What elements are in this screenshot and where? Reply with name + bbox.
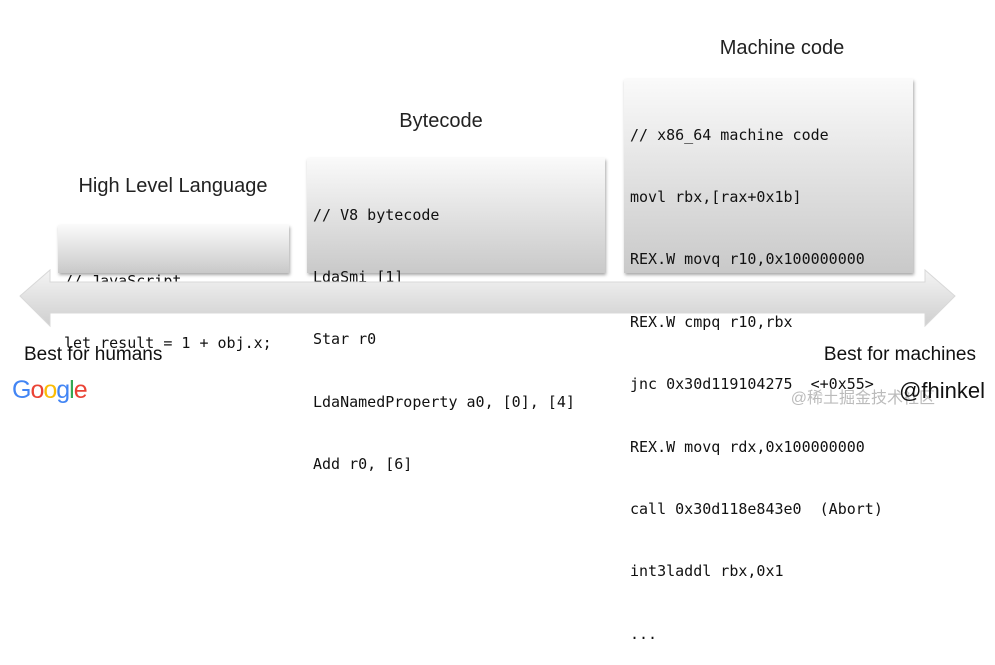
code-line: // V8 bytecode: [313, 205, 440, 224]
javascript-code-box: // JavaScript let result = 1 + obj.x;: [58, 225, 289, 352]
code-line: LdaNamedProperty a0, [0], [4]: [313, 392, 575, 411]
best-for-humans-label: Best for humans: [24, 344, 163, 365]
code-line: Star r0: [313, 330, 377, 349]
machine-code-box: // x86_64 machine code movl rbx,[rax+0x1…: [624, 79, 913, 643]
best-for-machines-label: Best for machines: [823, 344, 976, 365]
double-arrow: [19, 268, 956, 328]
google-logo: Google: [12, 376, 88, 404]
stage-title-high-level: High Level Language: [78, 175, 268, 197]
watermark: @稀土掘金技术社区: [790, 390, 935, 407]
code-line: // x86_64 machine code: [630, 125, 829, 144]
code-line: ...: [630, 624, 658, 643]
bytecode-box: // V8 bytecode LdaSmi [1] Star r0 LdaNam…: [307, 158, 605, 473]
code-line: REX.W movq rdx,0x100000000: [630, 437, 865, 456]
code-line: let result = 1 + obj.x;: [64, 333, 272, 352]
code-line: int3laddl rbx,0x1: [630, 562, 784, 581]
stage-title-machine-code: Machine code: [719, 37, 845, 59]
stage-title-bytecode: Bytecode: [399, 110, 483, 132]
code-line: call 0x30d118e843e0 (Abort): [630, 499, 883, 518]
code-line: LdaSmi [1]: [313, 267, 404, 286]
author-handle: @fhinkel: [899, 378, 985, 403]
code-line: REX.W cmpq r10,rbx: [630, 312, 793, 331]
code-line: REX.W movq r10,0x100000000: [630, 250, 865, 269]
code-line: movl rbx,[rax+0x1b]: [630, 187, 802, 206]
code-line: Add r0, [6]: [313, 455, 413, 474]
code-line: jnc 0x30d119104275 <+0x55>: [630, 375, 874, 394]
